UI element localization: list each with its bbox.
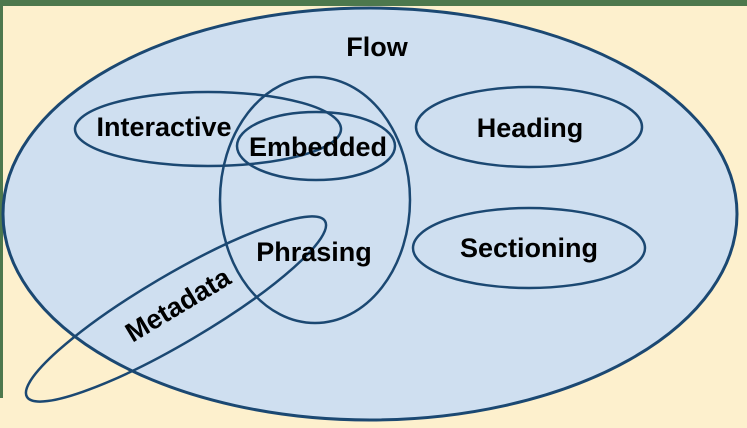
sectioning-ellipse <box>411 206 647 290</box>
frame-left-border <box>0 0 3 398</box>
frame-top-border <box>0 0 747 6</box>
phrasing-label: Phrasing <box>256 237 372 267</box>
interactive-ellipse <box>73 90 343 168</box>
flow-ellipse <box>1 6 739 422</box>
flow-label: Flow <box>346 32 408 62</box>
sectioning-label: Sectioning <box>460 233 598 263</box>
phrasing-ellipse <box>218 75 412 325</box>
interactive-label: Interactive <box>96 112 231 142</box>
heading-label: Heading <box>477 113 584 143</box>
heading-ellipse <box>414 85 644 169</box>
metadata-ellipse <box>24 215 328 403</box>
embedded-ellipse <box>235 110 397 182</box>
embedded-label: Embedded <box>249 132 387 162</box>
